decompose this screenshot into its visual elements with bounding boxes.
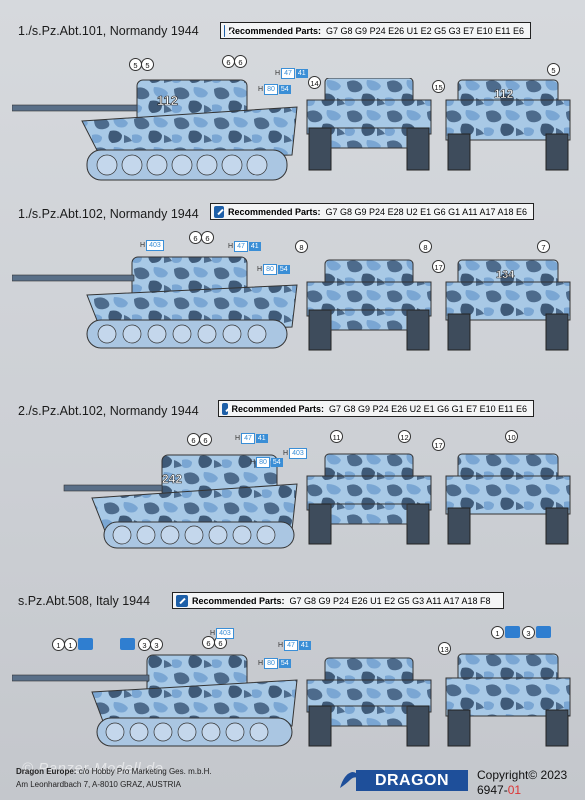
rear-turret-number: 134 [496, 269, 515, 281]
section-4-front-view [306, 657, 432, 747]
logo-text: DRAGON [356, 770, 468, 791]
copyright: Copyright© 2023 [477, 768, 568, 782]
section-4-rear-view [445, 653, 571, 747]
callout-11: 11 [330, 430, 343, 443]
company-line: Dragon Europe: c/o Hobby Pro Marketing G… [16, 767, 212, 776]
dragon-emblem-icon [340, 772, 358, 788]
callout-8b: 8 [419, 240, 432, 253]
callout-14: 14 [308, 76, 321, 89]
section-1-front-view [306, 78, 432, 171]
section-2-rear-view: 134 [445, 259, 571, 351]
section-4-title: s.Pz.Abt.508, Italy 1944 [18, 594, 151, 608]
turret-number: 242 [162, 472, 182, 486]
balkenkreuz-decal-icon [78, 638, 93, 650]
pencil-icon [176, 594, 188, 607]
section-2-front-view [306, 259, 432, 351]
callout-6: 6 [189, 231, 202, 244]
callout-5-rear: 5 [547, 63, 560, 76]
callout-1b: 1 [64, 638, 77, 651]
address-line: Am Leonhardbach 7, A-8010 GRAZ, AUSTRIA [16, 780, 181, 789]
section-1-side-view: 112 [12, 79, 298, 181]
section-3-title: 2./s.Pz.Abt.102, Normandy 1944 [18, 404, 199, 418]
section-1-recommended-parts: Recommended Parts: G7 G8 G9 P24 E26 U1 E… [220, 22, 531, 39]
callout-6b: 6 [234, 55, 247, 68]
balkenkreuz-decal-icon [536, 626, 551, 638]
section-4-recommended-parts: Recommended Parts: G7 G8 G9 P24 E26 U1 E… [172, 592, 504, 609]
watermark: © Panzer-Modell.de [22, 760, 164, 777]
callout-12: 12 [398, 430, 411, 443]
callout-6b: 6 [199, 433, 212, 446]
parts-list: G7 G8 G9 P24 E28 U2 E1 G6 G1 A11 A17 A18… [325, 206, 527, 217]
balkenkreuz-decal-icon [120, 638, 135, 650]
turret-number: 112 [157, 93, 178, 108]
callout-6b: 6 [201, 231, 214, 244]
callout-6: 6 [222, 55, 235, 68]
callout-6: 6 [202, 636, 215, 649]
parts-list: G7 G8 G9 P24 E26 U1 E2 G5 G3 A11 A17 A18… [289, 595, 491, 606]
section-3-front-view [306, 453, 432, 545]
parts-label: Recommended Parts: [231, 403, 325, 414]
callout-17: 17 [432, 438, 445, 451]
callout-6b: 6 [214, 636, 227, 649]
callout-7: 7 [537, 240, 550, 253]
callout-15: 15 [432, 80, 445, 93]
section-2-side-view [12, 256, 298, 349]
parts-list: G7 G8 G9 P24 E26 U1 E2 G5 G3 E7 E10 E11 … [326, 25, 524, 36]
product-code: 6947-01 [477, 783, 522, 797]
callout-5: 5 [129, 58, 142, 71]
callout-3-rear: 3 [522, 626, 535, 639]
section-2-recommended-parts: Recommended Parts: G7 G8 G9 P24 E28 U2 E… [210, 203, 534, 220]
section-3-recommended-parts: Recommended Parts: G7 G8 G9 P24 E26 U2 E… [218, 400, 534, 417]
parts-label: Recommended Parts: [228, 25, 322, 36]
section-3-rear-view [445, 453, 571, 545]
dragon-logo: DRAGON [338, 768, 470, 793]
callout-17: 17 [432, 260, 445, 273]
section-2-title: 1./s.Pz.Abt.102, Normandy 1944 [18, 207, 199, 221]
parts-list: G7 G8 G9 P24 E26 U2 E1 G6 G1 E7 E10 E11 … [329, 403, 527, 414]
section-3-side-view: 242 [63, 454, 298, 549]
callout-1-rear: 1 [491, 626, 504, 639]
pencil-icon [222, 402, 228, 415]
rear-turret-number: 112 [494, 87, 514, 101]
section-4-side-view [12, 654, 298, 747]
callout-8: 8 [295, 240, 308, 253]
section-1-title: 1./s.Pz.Abt.101, Normandy 1944 [18, 24, 199, 38]
pencil-icon [214, 205, 224, 218]
callout-5b: 5 [141, 58, 154, 71]
parts-label: Recommended Parts: [228, 206, 321, 217]
callout-10: 10 [505, 430, 518, 443]
pencil-icon [224, 24, 225, 37]
callout-13: 13 [438, 642, 451, 655]
footer: © Panzer-Modell.de Dragon Europe: c/o Ho… [0, 760, 585, 800]
balkenkreuz-decal-icon [505, 626, 520, 638]
callout-3b: 3 [150, 638, 163, 651]
section-1-rear-view: 112 [445, 79, 571, 171]
parts-label: Recommended Parts: [192, 595, 285, 606]
